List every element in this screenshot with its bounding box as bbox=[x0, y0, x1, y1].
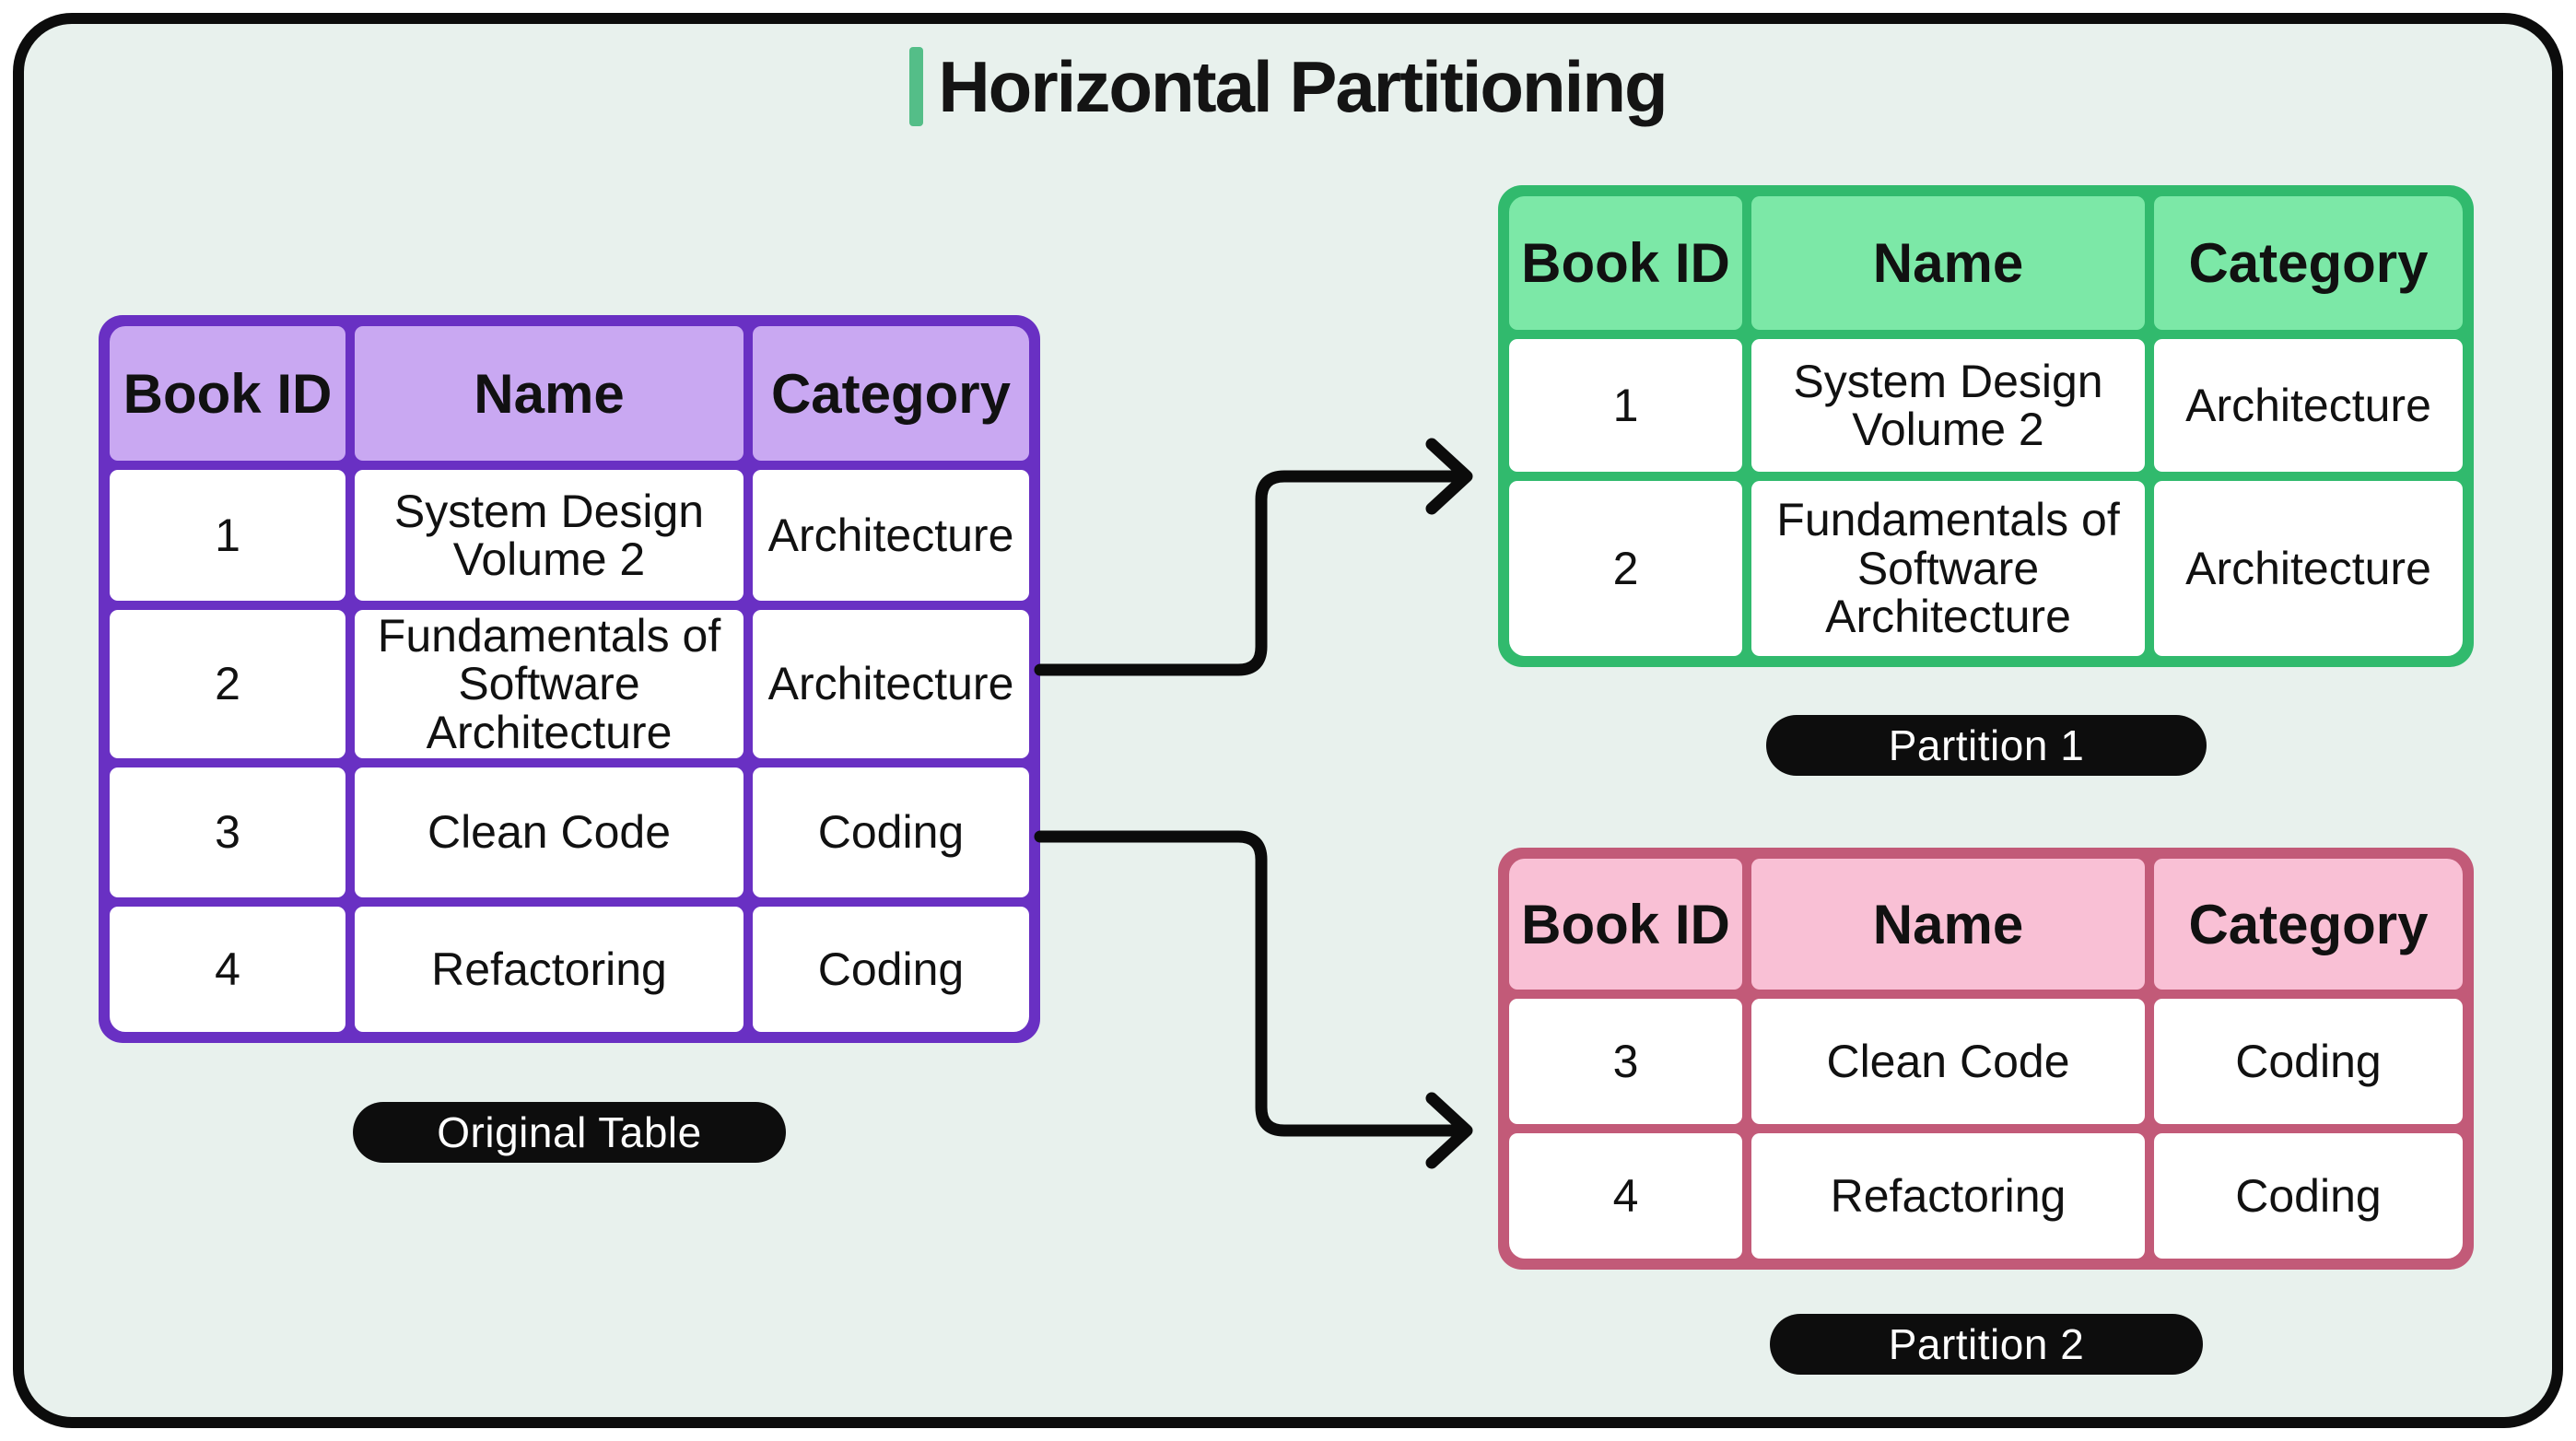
partition-1-label: Partition 1 bbox=[1766, 715, 2207, 776]
table-cell: 4 bbox=[1509, 1133, 1742, 1259]
arrow-original-to-partition-1 bbox=[1034, 438, 1473, 676]
title-accent-bar bbox=[909, 47, 924, 126]
table-cell: Coding bbox=[753, 767, 1029, 897]
title-block: Horizontal Partitioning bbox=[0, 42, 2576, 131]
table-cell: Clean Code bbox=[355, 767, 744, 897]
table-cell: Clean Code bbox=[1751, 999, 2145, 1124]
table-cell: Architecture bbox=[2154, 339, 2463, 472]
table-cell: 2 bbox=[110, 610, 345, 758]
table-cell: 2 bbox=[1509, 481, 1742, 656]
table-cell: 4 bbox=[110, 907, 345, 1032]
column-header-cell: Name bbox=[1751, 859, 2145, 990]
arrow-original-to-partition-2 bbox=[1034, 830, 1473, 1169]
column-header-cell: Book ID bbox=[1509, 859, 1742, 990]
table-cell: Architecture bbox=[753, 470, 1029, 601]
table-cell: Coding bbox=[2154, 1133, 2463, 1259]
table-cell: System Design Volume 2 bbox=[355, 470, 744, 601]
table-cell: Coding bbox=[2154, 999, 2463, 1124]
partition-2-label: Partition 2 bbox=[1770, 1314, 2203, 1375]
table-cell: Fundamentals of Software Architecture bbox=[355, 610, 744, 758]
arrowhead-icon bbox=[1425, 1092, 1473, 1169]
column-header-cell: Name bbox=[1751, 196, 2145, 330]
table-cell: Architecture bbox=[753, 610, 1029, 758]
arrow-line bbox=[1034, 470, 1471, 676]
table-cell: 3 bbox=[1509, 999, 1742, 1124]
column-header-cell: Book ID bbox=[1509, 196, 1742, 330]
column-header-cell: Category bbox=[2154, 196, 2463, 330]
arrowhead-icon bbox=[1425, 438, 1473, 515]
table-cell: 1 bbox=[1509, 339, 1742, 472]
table-cell: System Design Volume 2 bbox=[1751, 339, 2145, 472]
column-header-cell: Book ID bbox=[110, 326, 345, 461]
page-title: Horizontal Partitioning bbox=[938, 46, 1668, 127]
column-header-cell: Category bbox=[2154, 859, 2463, 990]
table-cell: 3 bbox=[110, 767, 345, 897]
table-cell: Architecture bbox=[2154, 481, 2463, 656]
column-header-cell: Category bbox=[753, 326, 1029, 461]
table-cell: 1 bbox=[110, 470, 345, 601]
table-cell: Refactoring bbox=[1751, 1133, 2145, 1259]
table-cell: Refactoring bbox=[355, 907, 744, 1032]
original-table-label: Original Table bbox=[353, 1102, 786, 1163]
column-header-cell: Name bbox=[355, 326, 744, 461]
table-cell: Coding bbox=[753, 907, 1029, 1032]
arrow-line bbox=[1034, 830, 1471, 1137]
table-cell: Fundamentals of Software Architecture bbox=[1751, 481, 2145, 656]
